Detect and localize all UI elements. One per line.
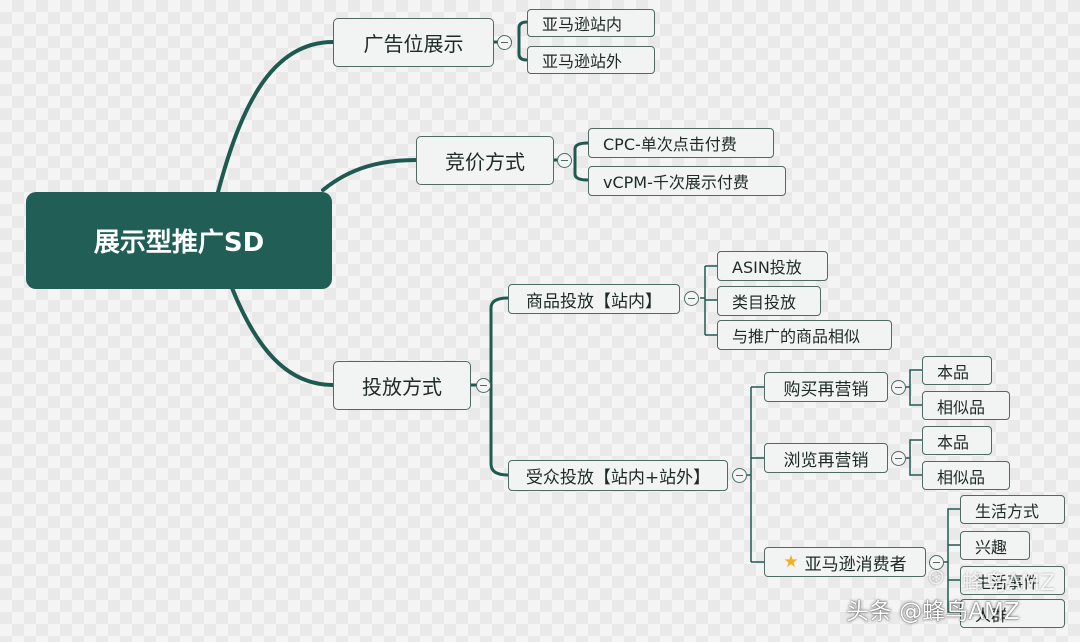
product-targeting-node[interactable]: 商品投放【站内】 [508, 284, 680, 314]
consumers-child-1-label: 兴趣 [975, 537, 1008, 557]
view-child-1[interactable]: 相似品 [922, 461, 1010, 490]
watermark-account: 蜂鸟AMZ [962, 571, 1056, 596]
root-node-label: 展示型推广SD [93, 228, 265, 258]
view-remarketing-node-label: 浏览再营销 [783, 450, 869, 471]
placement-child-1-label: 亚马逊站外 [542, 52, 623, 71]
consumers-child-3-label: 人群 [975, 605, 1008, 625]
amazon-consumers-node[interactable]: ★ 亚马逊消费者 [764, 547, 926, 577]
product-targeting-node-label: 商品投放【站内】 [526, 291, 662, 312]
placement-node[interactable]: 广告位展示 [333, 18, 494, 67]
placement-child-0[interactable]: 亚马逊站内 [527, 9, 655, 37]
wechat-logo-icon: ⊛ [927, 565, 946, 590]
consumers-child-0[interactable]: 生活方式 [960, 495, 1065, 524]
placement-child-0-label: 亚马逊站内 [542, 15, 623, 34]
collapse-toggle-audience-targeting[interactable] [732, 468, 747, 483]
consumers-child-2[interactable]: 生活事件 [960, 566, 1065, 595]
collapse-toggle-placement[interactable] [497, 35, 512, 50]
view-child-1-label: 相似品 [937, 467, 986, 487]
bidding-child-0[interactable]: CPC-单次点击付费 [588, 128, 774, 158]
consumers-child-1[interactable]: 兴趣 [960, 531, 1030, 560]
collapse-toggle-amazon-consumers[interactable] [929, 555, 944, 570]
product-child-2[interactable]: 与推广的商品相似 [717, 320, 892, 350]
purchase-child-0-label: 本品 [937, 362, 970, 382]
watermark-line: 头条 @蜂鸟AMZ [846, 599, 1020, 625]
product-child-1-label: 类目投放 [732, 293, 797, 312]
purchase-child-0[interactable]: 本品 [922, 356, 992, 385]
view-remarketing-node[interactable]: 浏览再营销 [764, 443, 888, 473]
collapse-toggle-targeting[interactable] [476, 378, 491, 393]
amazon-consumers-node-label: 亚马逊消费者 [804, 554, 907, 575]
consumers-child-0-label: 生活方式 [975, 501, 1040, 521]
product-child-0-label: ASIN投放 [732, 258, 802, 277]
audience-targeting-node-label: 受众投放【站内+站外】 [525, 468, 711, 488]
consumers-child-2-label: 生活事件 [975, 572, 1040, 592]
view-child-0[interactable]: 本品 [922, 426, 992, 455]
placement-child-1[interactable]: 亚马逊站外 [527, 46, 655, 74]
bidding-child-1[interactable]: vCPM-千次展示付费 [588, 166, 786, 196]
targeting-node-label: 投放方式 [362, 375, 442, 399]
purchase-remarketing-node[interactable]: 购买再营销 [764, 372, 888, 402]
purchase-child-1[interactable]: 相似品 [922, 391, 1010, 420]
targeting-node[interactable]: 投放方式 [333, 361, 471, 410]
product-child-2-label: 与推广的商品相似 [732, 327, 861, 346]
bidding-node[interactable]: 竞价方式 [416, 136, 554, 185]
purchase-child-1-label: 相似品 [937, 397, 986, 417]
consumers-child-3[interactable]: 人群 [960, 599, 1065, 628]
audience-targeting-node[interactable]: 受众投放【站内+站外】 [508, 460, 728, 491]
view-child-0-label: 本品 [937, 432, 970, 452]
bidding-child-1-label: vCPM-千次展示付费 [603, 173, 749, 192]
collapse-toggle-product-targeting[interactable] [684, 291, 699, 306]
product-child-1[interactable]: 类目投放 [717, 286, 821, 316]
root-node[interactable]: 展示型推广SD [26, 192, 332, 289]
bidding-child-0-label: CPC-单次点击付费 [603, 135, 737, 154]
purchase-remarketing-node-label: 购买再营销 [783, 379, 869, 400]
placement-node-label: 广告位展示 [363, 32, 464, 56]
star-icon: ★ [783, 552, 799, 572]
collapse-toggle-purchase-remarketing[interactable] [891, 380, 906, 395]
collapse-toggle-bidding[interactable] [557, 153, 572, 168]
product-child-0[interactable]: ASIN投放 [717, 251, 828, 281]
collapse-toggle-view-remarketing[interactable] [891, 451, 906, 466]
bidding-node-label: 竞价方式 [445, 150, 525, 174]
